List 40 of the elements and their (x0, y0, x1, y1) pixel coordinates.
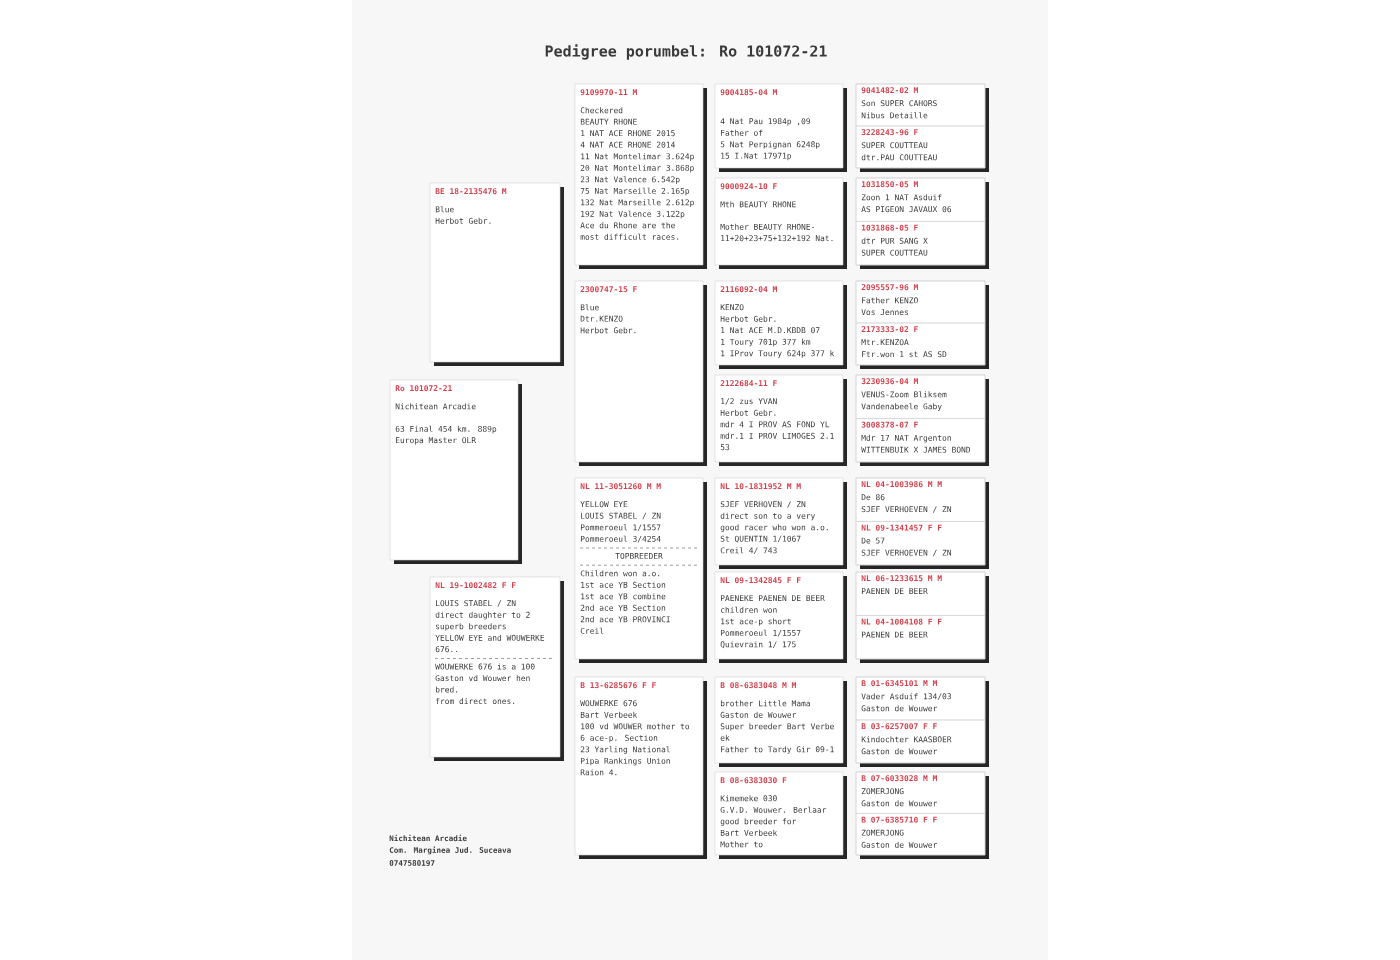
pedigree-card (855, 177, 989, 269)
pedigree-entry (855, 280, 986, 324)
pedigree-card (855, 83, 989, 172)
pedigree-card (574, 280, 707, 466)
pedigree-card (714, 374, 847, 466)
pedigree-entry (855, 521, 986, 566)
pedigree-entry (855, 418, 986, 463)
pedigree-card (714, 676, 847, 767)
pedigree-card (855, 676, 989, 767)
pedigree-entry (855, 571, 986, 616)
pedigree-card (714, 280, 847, 369)
pedigree-entry (855, 221, 986, 266)
pedigree-card (714, 571, 847, 663)
pedigree-entry (855, 374, 986, 419)
pedigree-card (855, 280, 989, 369)
pedigree-entry (855, 477, 986, 522)
pedigree-entry (855, 322, 986, 366)
pedigree-entry (855, 771, 986, 814)
pedigree-card (574, 676, 707, 859)
pedigree-card (574, 477, 707, 663)
pedigree-card (714, 771, 847, 859)
pedigree-card (855, 374, 989, 466)
pedigree-card (429, 182, 564, 366)
pedigree-card (855, 571, 989, 663)
pedigree-entry (855, 615, 986, 660)
pedigree-card (389, 379, 522, 564)
pedigree-card (855, 771, 989, 859)
pedigree-card (714, 477, 847, 569)
title: Pedigree porumbel: Ro 101072-21 (545, 44, 827, 60)
pedigree-entry (855, 177, 986, 222)
pedigree-entry (855, 125, 986, 169)
pedigree-card (855, 477, 989, 569)
pedigree-entry (855, 676, 986, 721)
pedigree-entry (855, 719, 986, 764)
pedigree-entry (855, 813, 986, 856)
pedigree-card (429, 576, 564, 761)
pedigree-entry (855, 83, 986, 127)
pedigree-card (714, 83, 847, 172)
pedigree-card (714, 177, 847, 269)
pedigree-card (574, 83, 707, 269)
